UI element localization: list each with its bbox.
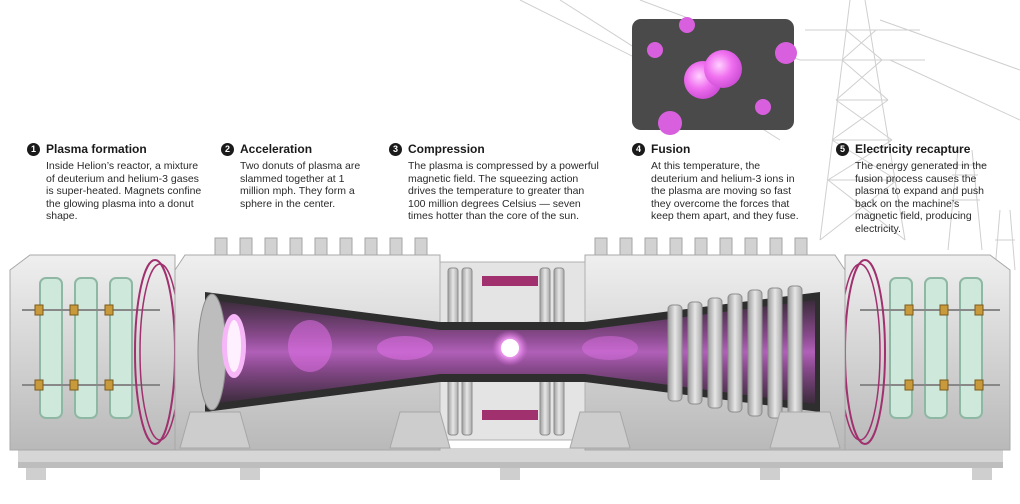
- center-coil-top: [482, 276, 538, 286]
- left-end-magnet-housing: [9, 254, 181, 451]
- step-compression: 3 Compression The plasma is compressed b…: [389, 142, 601, 223]
- step-description: The energy generated in the fusion proce…: [855, 160, 987, 235]
- step-title: Compression: [408, 142, 485, 156]
- step-number-badge: 2: [221, 142, 234, 156]
- right-end-magnet-housing: [839, 254, 1011, 451]
- step-description: At this temperature, the deuterium and h…: [651, 160, 799, 223]
- step-description: Inside Helion’s reactor, a mixture of de…: [46, 160, 202, 223]
- fusion-inset: [632, 17, 797, 135]
- step-title: Acceleration: [240, 142, 313, 156]
- step-plasma-formation: 1 Plasma formation Inside Helion’s react…: [27, 142, 202, 223]
- step-electricity-recapture: 5 Electricity recapture The energy gener…: [836, 142, 996, 236]
- compression-coils: [447, 267, 565, 436]
- step-acceleration: 2 Acceleration Two donuts of plasma are …: [221, 142, 361, 210]
- reactor-base: [18, 448, 1003, 480]
- step-description: Two donuts of plasma are slammed togethe…: [240, 160, 361, 210]
- step-title: Plasma formation: [46, 142, 147, 156]
- step-number-badge: 5: [836, 142, 849, 156]
- step-title: Electricity recapture: [855, 142, 971, 156]
- plasma: [222, 314, 638, 378]
- power-tower-icon: [519, 0, 1020, 271]
- step-title: Fusion: [651, 142, 691, 156]
- step-description: The plasma is compressed by a powerful m…: [408, 160, 599, 223]
- center-coil-bottom: [482, 410, 538, 420]
- support-feet: [179, 411, 841, 449]
- step-number-badge: 3: [389, 142, 402, 156]
- step-number-badge: 4: [632, 142, 645, 156]
- step-fusion: 4 Fusion At this temperature, the deuter…: [632, 142, 807, 223]
- step-number-badge: 1: [27, 142, 40, 156]
